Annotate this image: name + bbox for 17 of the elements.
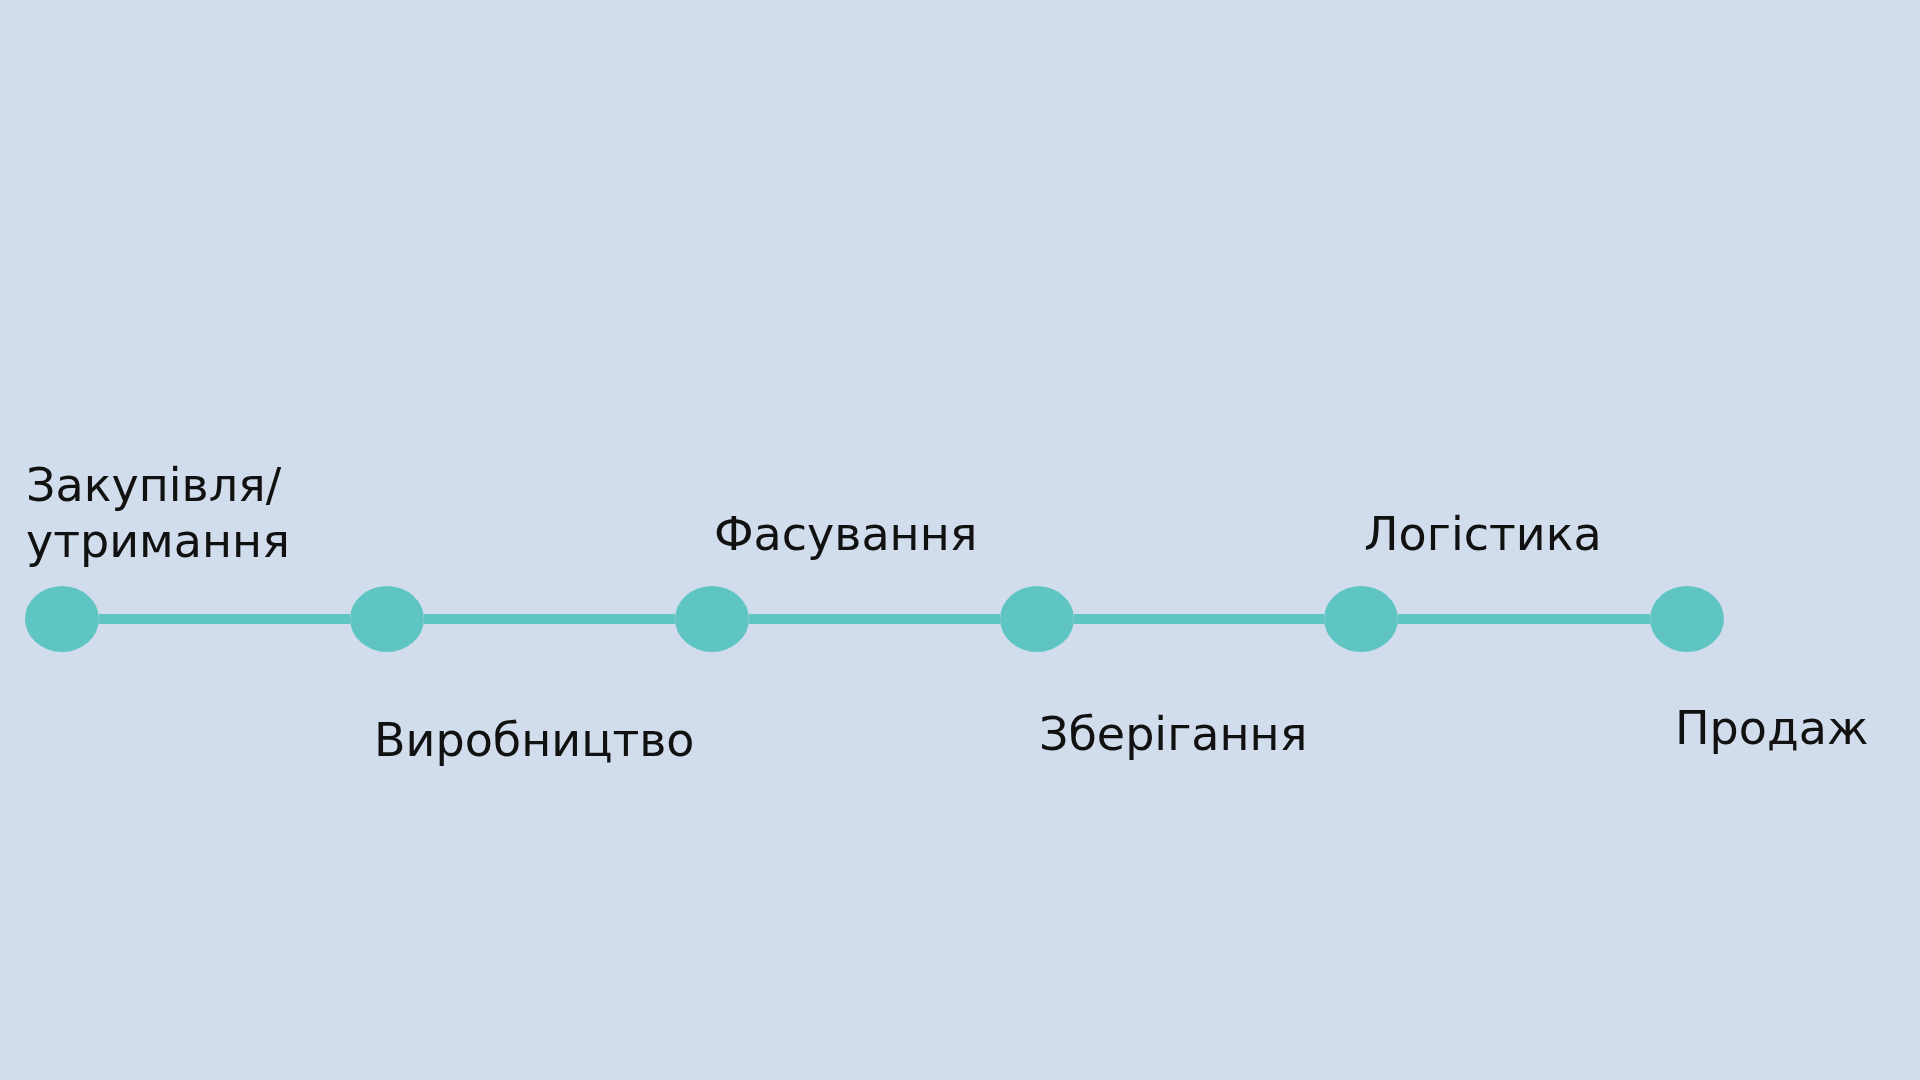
stage-label: Закупівля/ утримання [26,457,291,569]
stage-label: Виробництво [374,712,695,768]
timeline-dot [1000,586,1074,652]
timeline-dot [675,586,749,652]
connector-line [749,614,1000,624]
timeline-dot [1650,586,1724,652]
stage-label: Продаж [1675,700,1869,756]
timeline-dot [25,586,99,652]
stage-label: Логістика [1364,506,1602,562]
connector-line [424,614,675,624]
connector-line [99,614,350,624]
connector-line [1398,614,1650,624]
timeline-dot [350,586,424,652]
connector-line [1074,614,1324,624]
timeline-dot [1324,586,1398,652]
stage-label: Зберігання [1039,706,1308,762]
stage-label: Фасування [714,506,978,562]
